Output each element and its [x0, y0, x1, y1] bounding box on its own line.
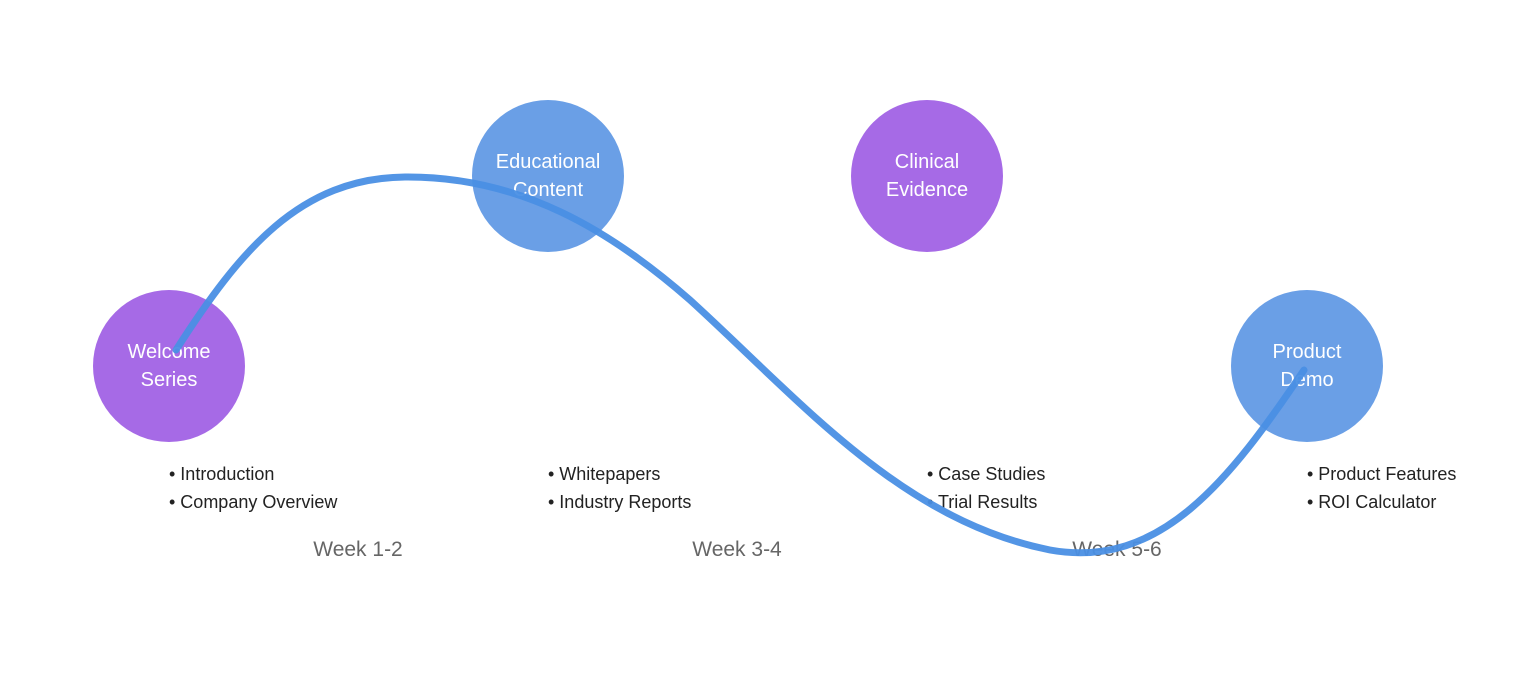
product-demo-node	[1231, 290, 1383, 442]
educational-content-bullet: • Whitepapers	[548, 464, 660, 484]
clinical-evidence-bullet: • Case Studies	[927, 464, 1045, 484]
educational-content-node	[472, 100, 624, 252]
product-demo-title-line: Product	[1273, 341, 1342, 363]
week-label: Week 3-4	[692, 538, 782, 561]
product-demo-bullet: • ROI Calculator	[1307, 492, 1436, 512]
clinical-evidence-node	[851, 100, 1003, 252]
welcome-series-title-line: Series	[141, 369, 198, 391]
stage-nodes: WelcomeSeriesEducationalContentClinicalE…	[93, 100, 1383, 442]
welcome-series-node	[93, 290, 245, 442]
educational-content-bullet: • Industry Reports	[548, 492, 691, 512]
product-demo-bullet: • Product Features	[1307, 464, 1456, 484]
journey-curve	[172, 173, 1308, 557]
welcome-series-bullet: • Company Overview	[169, 492, 338, 512]
week-label: Week 1-2	[313, 538, 403, 561]
welcome-series-bullet: • Introduction	[169, 464, 274, 484]
educational-content-title-line: Educational	[496, 151, 601, 173]
clinical-evidence-title-line: Clinical	[895, 151, 959, 173]
clinical-evidence-bullet: • Trial Results	[927, 492, 1037, 512]
clinical-evidence-title-line: Evidence	[886, 179, 968, 201]
welcome-series-title-line: Welcome	[128, 341, 211, 363]
stage-details: • Introduction • Company Overview • Whitep…	[169, 464, 1456, 512]
